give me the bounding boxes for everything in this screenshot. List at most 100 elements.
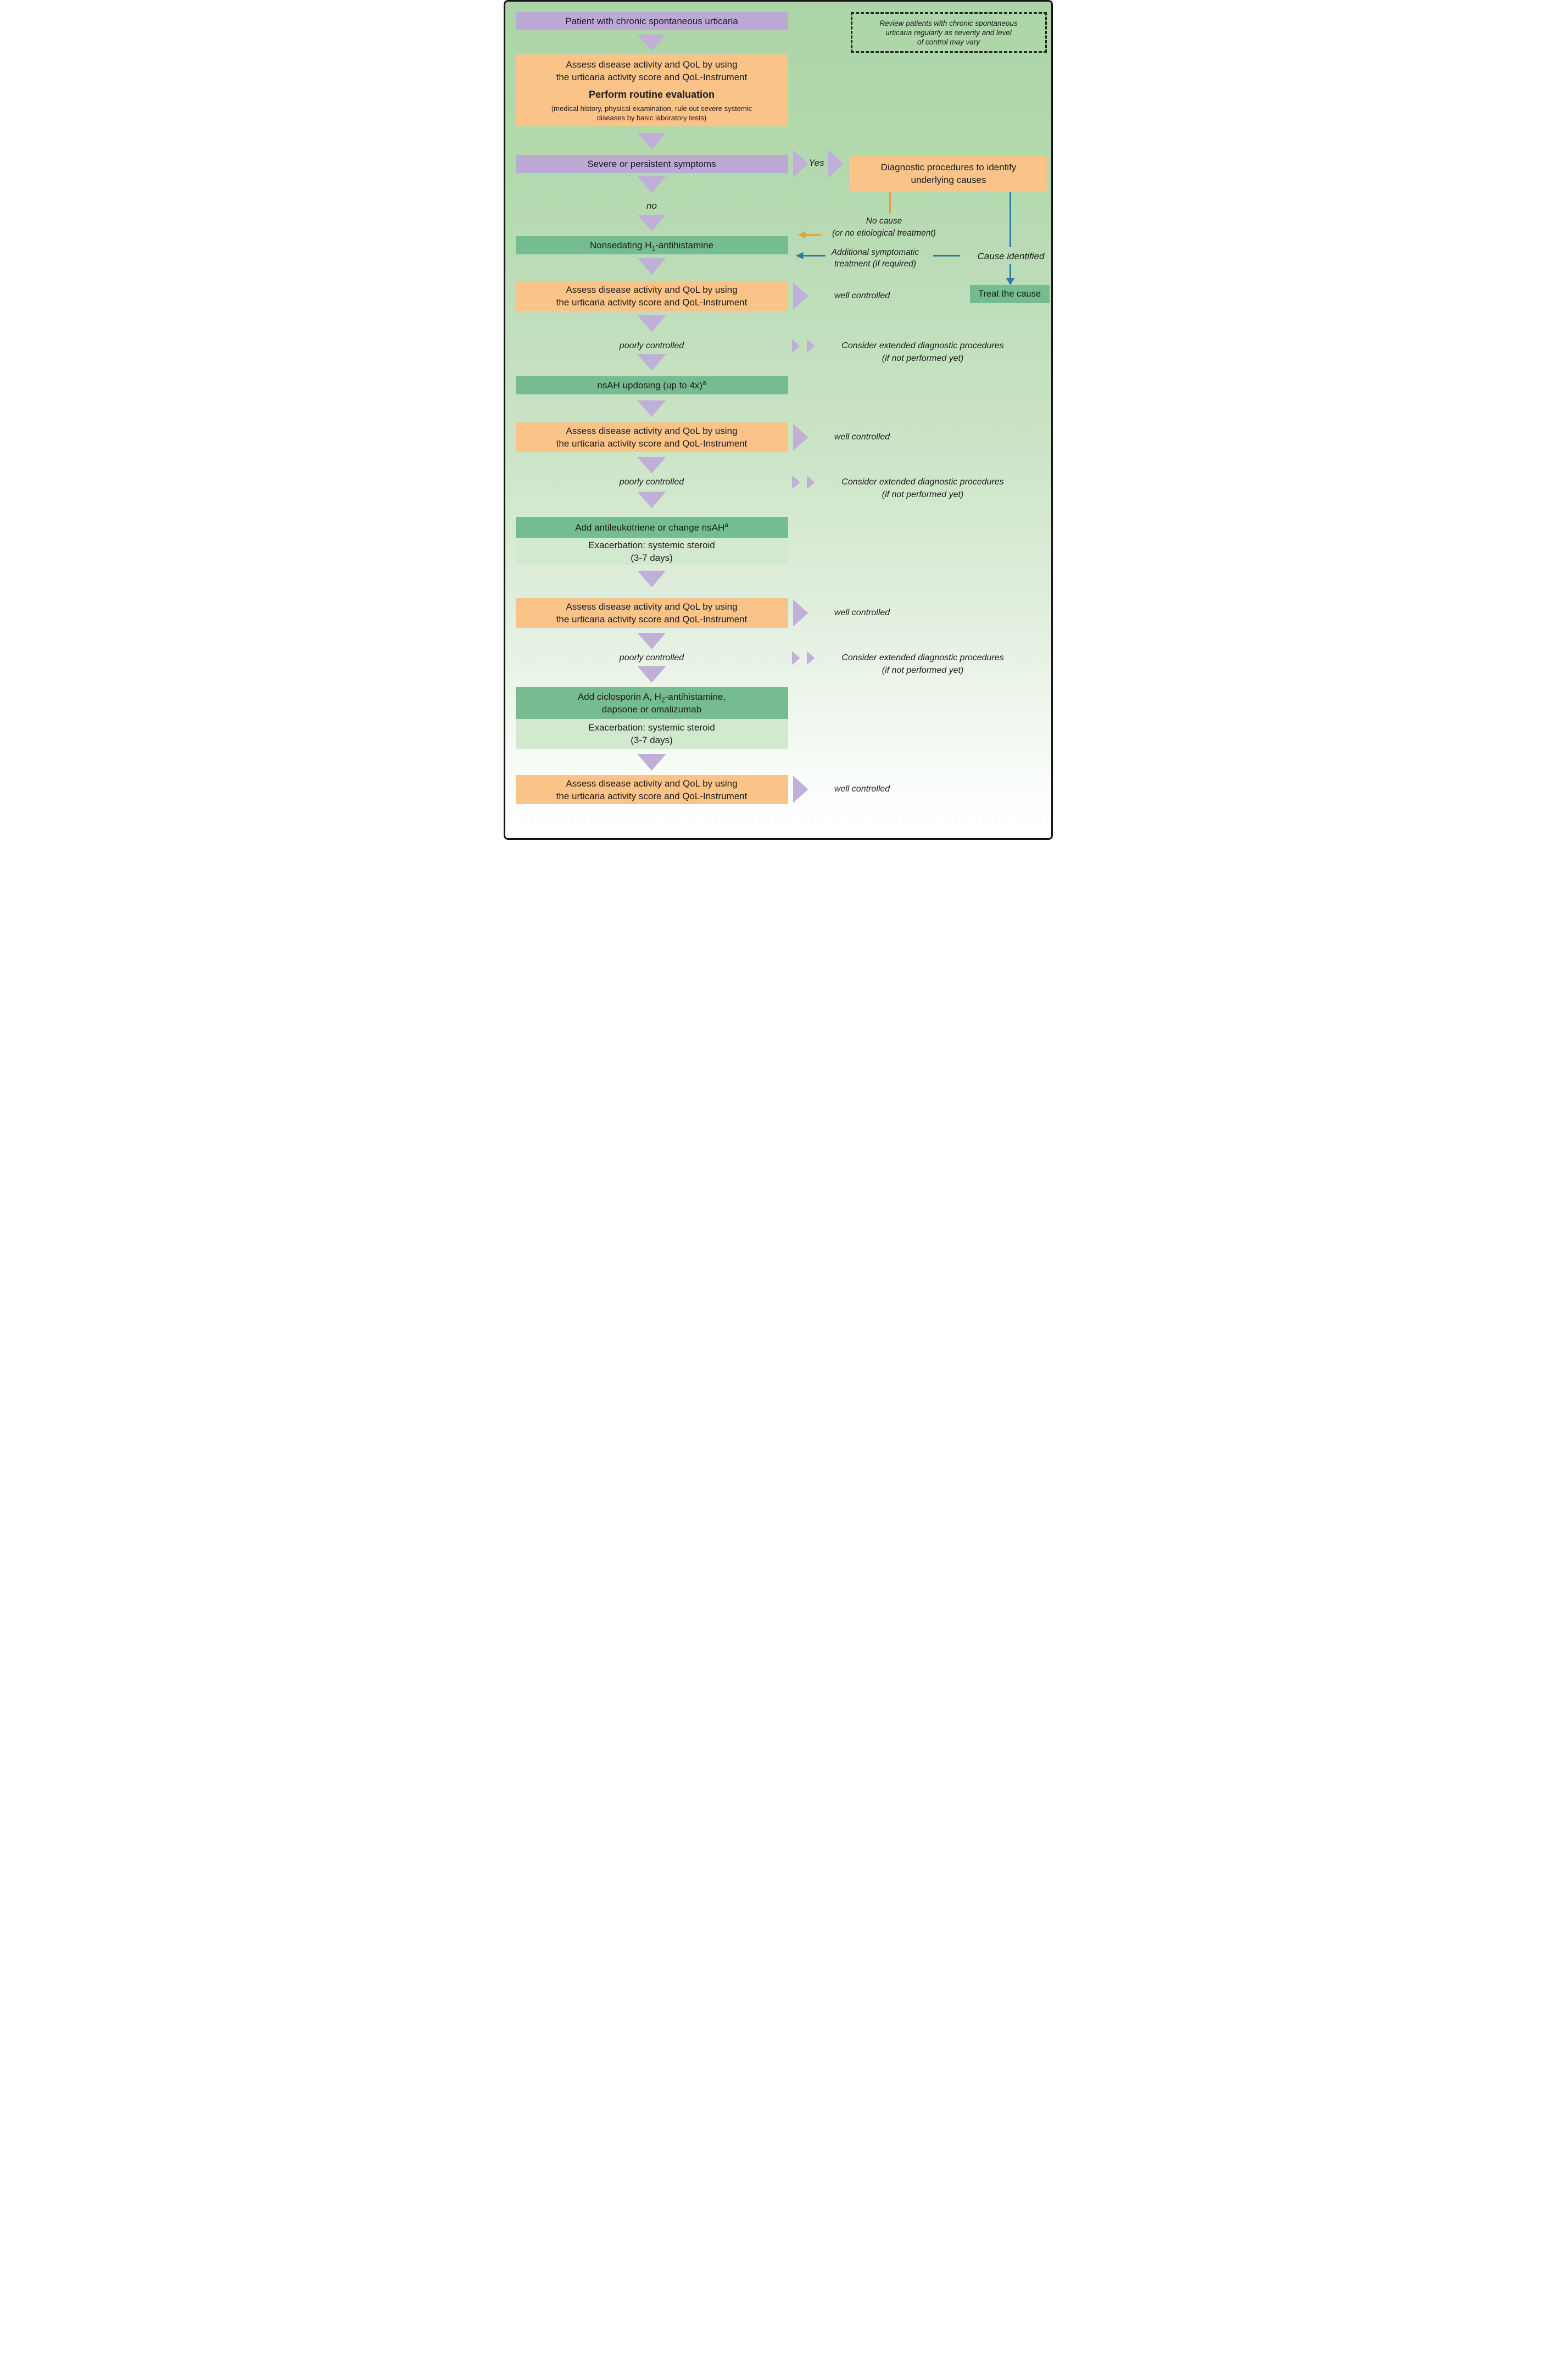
additional-treatment-label: Additional symptomatic treatment (if req…: [821, 247, 930, 270]
diagnostic-line: underlying causes: [911, 174, 986, 185]
cause-identified-label: Cause identified: [977, 251, 1045, 261]
right-arrow-icon: [793, 776, 808, 803]
additional-treatment-line: treatment (if required): [834, 259, 917, 269]
chevron-right-icon: [806, 339, 815, 353]
well-controlled-label: well controlled: [834, 608, 890, 617]
consider-extended-label: Consider extended diagnostic procedures …: [828, 651, 1018, 677]
chevron-right-icon: [791, 475, 800, 489]
teal-connector-line: [1009, 192, 1011, 247]
consider-extended-line: Consider extended diagnostic procedures: [841, 477, 1004, 487]
consider-extended-label: Consider extended diagnostic procedures …: [828, 476, 1018, 501]
teal-arrow-down-icon: [1006, 278, 1015, 285]
down-arrow-icon: [637, 571, 666, 587]
nsah-updosing-text: nsAH updosing (up to 4x): [597, 380, 703, 391]
down-arrow-icon: [637, 633, 666, 649]
consider-extended-line: (if not performed yet): [882, 354, 964, 363]
right-arrow-icon: [793, 282, 808, 310]
nsah-updosing-label: nsAH updosing (up to 4x)a: [597, 379, 706, 392]
treat-the-cause-box: Treat the cause: [969, 285, 1050, 303]
assess-line: the urticaria activity score and QoL-Ins…: [556, 297, 748, 308]
ciclosporin-text: -antihistamine,: [665, 692, 726, 702]
chevron-right-icon: [806, 651, 815, 665]
consider-extended-line: (if not performed yet): [882, 490, 964, 499]
antileukotriene-label: Add antileukotriene or change nsAHa: [575, 521, 728, 534]
assess-routine-box: Assess disease activity and QoL by using…: [515, 54, 788, 126]
ciclosporin-subscript: 2: [661, 696, 665, 704]
assess-line: the urticaria activity score and QoL-Ins…: [556, 438, 748, 449]
nonsedating-text: Nonsedating H: [590, 240, 652, 250]
review-note-line: of control may vary: [917, 37, 980, 46]
diagnostic-procedures-box: Diagnostic procedures to identify underl…: [850, 155, 1047, 192]
treat-the-cause-label: Treat the cause: [978, 289, 1041, 299]
assess-qol-box: Assess disease activity and QoL by using…: [515, 422, 788, 452]
patient-box: Patient with chronic spontaneous urticar…: [515, 12, 788, 30]
severe-symptoms-box: Severe or persistent symptoms: [515, 155, 788, 173]
down-arrow-icon: [637, 457, 666, 473]
poorly-controlled-label: poorly controlled: [619, 653, 684, 662]
down-arrow-icon: [637, 176, 666, 193]
assess-line: the urticaria activity score and QoL-Ins…: [556, 790, 748, 801]
nsah-updosing-box: nsAH updosing (up to 4x)a: [515, 376, 788, 394]
chevron-right-icon: [791, 651, 800, 665]
antileukotriene-superscript: a: [724, 520, 728, 528]
diagnostic-line: Diagnostic procedures to identify: [880, 161, 1017, 172]
down-arrow-icon: [637, 666, 666, 683]
orange-connector-line: [889, 192, 891, 214]
additional-treatment-line: Additional symptomatic: [831, 248, 919, 257]
consider-extended-line: (if not performed yet): [882, 666, 964, 675]
nonsedating-subscript: 1: [651, 244, 656, 253]
exacerbation-steroid-box: Exacerbation: systemic steroid (3-7 days…: [515, 719, 788, 749]
no-cause-line: No cause: [866, 216, 902, 226]
nonsedating-antihistamine-box: Nonsedating H1-antihistamine: [515, 236, 788, 254]
well-controlled-label: well controlled: [834, 291, 890, 300]
orange-arrow-shaft: [804, 234, 821, 236]
down-arrow-icon: [637, 35, 666, 51]
down-arrow-icon: [637, 133, 666, 149]
nonsedating-label: Nonsedating H1-antihistamine: [590, 239, 713, 252]
yes-label: Yes: [808, 158, 824, 168]
exacerbation-steroid-box: Exacerbation: systemic steroid (3-7 days…: [515, 538, 788, 565]
down-arrow-icon: [637, 754, 666, 771]
poorly-controlled-label: poorly controlled: [619, 477, 684, 487]
exacerbation-line: Exacerbation: systemic steroid: [588, 540, 715, 550]
down-arrow-icon: [637, 400, 666, 417]
routine-evaluation-title: Perform routine evaluation: [588, 89, 715, 100]
poorly-controlled-label: poorly controlled: [619, 341, 684, 350]
antileukotriene-text: Add antileukotriene or change nsAH: [575, 522, 725, 533]
assess-line: Assess disease activity and QoL by using: [566, 285, 738, 295]
assess-line: Assess disease activity and QoL by using: [566, 601, 738, 612]
review-note: Review patients with chronic spontaneous…: [850, 12, 1047, 53]
urticaria-treatment-flowchart: Patient with chronic spontaneous urticar…: [503, 0, 1053, 840]
chevron-right-icon: [791, 339, 800, 353]
review-note-line: urticaria regularly as severity and leve…: [885, 28, 1012, 37]
assess-qol-box: Assess disease activity and QoL by using…: [515, 775, 788, 804]
antileukotriene-box: Add antileukotriene or change nsAHa: [515, 517, 788, 538]
well-controlled-label: well controlled: [834, 784, 890, 794]
right-arrow-icon: [793, 423, 808, 451]
assess-qol-box: Assess disease activity and QoL by using…: [515, 281, 788, 311]
exacerbation-line: Exacerbation: systemic steroid: [588, 722, 715, 733]
no-label: no: [646, 200, 657, 211]
routine-evaluation-detail: (medical history, physical examination, …: [551, 104, 752, 113]
review-note-line: Review patients with chronic spontaneous: [879, 19, 1018, 27]
nsah-updosing-superscript: a: [702, 378, 706, 387]
down-arrow-icon: [637, 215, 666, 231]
ciclosporin-line: dapsone or omalizumab: [601, 704, 702, 715]
severe-symptoms-label: Severe or persistent symptoms: [587, 159, 716, 169]
routine-evaluation-detail: diseases by basic laboratory tests): [596, 114, 707, 122]
exacerbation-line: (3-7 days): [631, 735, 673, 745]
teal-connector-segment: [933, 255, 960, 257]
down-arrow-icon: [637, 492, 666, 508]
nonsedating-text: -antihistamine: [655, 240, 713, 250]
assess-line: Assess disease activity and QoL by using: [566, 778, 738, 789]
consider-extended-line: Consider extended diagnostic procedures: [841, 653, 1004, 662]
assess-qol-box: Assess disease activity and QoL by using…: [515, 598, 788, 628]
exacerbation-line: (3-7 days): [631, 553, 673, 563]
ciclosporin-line: Add ciclosporin A, H2-antihistamine,: [578, 690, 726, 703]
assess-line: Assess disease activity and QoL by using: [566, 59, 738, 70]
ciclosporin-box: Add ciclosporin A, H2-antihistamine, dap…: [515, 687, 788, 719]
assess-line: the urticaria activity score and QoL-Ins…: [556, 614, 748, 625]
patient-box-label: Patient with chronic spontaneous urticar…: [565, 16, 738, 26]
chevron-right-icon: [806, 475, 815, 489]
teal-connector-line: [1009, 264, 1011, 278]
